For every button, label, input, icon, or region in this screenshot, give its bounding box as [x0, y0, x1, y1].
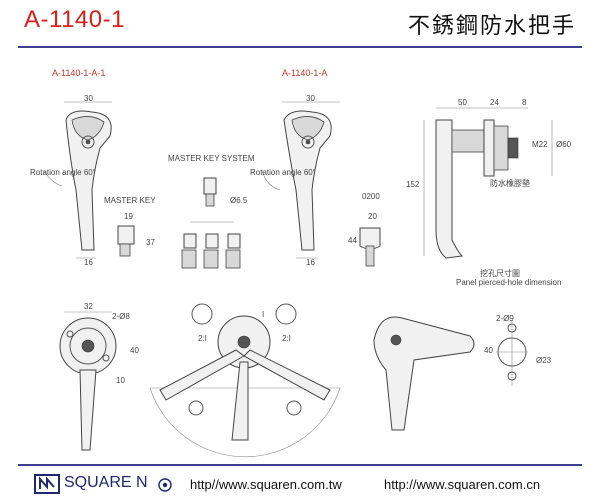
dim-152: 152 [406, 180, 420, 189]
key-code-label: 0200 [362, 192, 380, 201]
dim-m22: M22 [532, 140, 548, 149]
cutout-en-label: Panel pierced-hole dimension [456, 278, 562, 287]
mark-i-label: I [262, 310, 265, 319]
panel-cutout-drawing [496, 320, 528, 386]
master-key-label: MASTER KEY [104, 196, 156, 205]
variant-a-label: A-1140-1-A [282, 68, 328, 78]
ratio-left-label: 2:I [198, 334, 207, 343]
rotation-label-right: Rotation angle 60° [250, 168, 316, 177]
brand-name: SQUARE N [64, 474, 148, 491]
handle-a1-drawing [43, 101, 112, 259]
variant-a1-label: A-1140-1-A-1 [52, 68, 106, 78]
master-key-drawing [117, 225, 135, 257]
footer-rule [18, 464, 582, 466]
ratio-right-label: 2:I [282, 334, 291, 343]
dim-24: 24 [490, 98, 499, 107]
dim-16-a1: 16 [84, 258, 93, 267]
url-tw-link[interactable]: http//www.squaren.com.tw [190, 477, 342, 492]
dim-30-a: 30 [306, 94, 315, 103]
dim-60: Ø60 [556, 140, 572, 149]
brand-mark-icon [158, 478, 172, 492]
dim-2-d8: 2-Ø8 [112, 312, 130, 321]
dim-6-5: Ø6.5 [230, 196, 248, 205]
dim-40-left: 40 [130, 346, 139, 355]
header-rule [18, 46, 582, 48]
dim-2-d9: 2-Ø9 [496, 314, 514, 323]
dim-50: 50 [458, 98, 467, 107]
url-cn-link[interactable]: http://www.squaren.com.cn [384, 477, 541, 492]
dim-19: 19 [124, 212, 133, 221]
rotation-label-left: Rotation angle 60° [30, 168, 96, 177]
dim-32: 32 [84, 302, 93, 311]
side-view-drawing [423, 107, 553, 259]
dim-8: 8 [522, 98, 527, 107]
header: A-1140-1 不銹鋼防水把手 [0, 0, 600, 50]
dim-20: 20 [368, 212, 377, 221]
key-drawing [359, 227, 381, 267]
dim-30-a1: 30 [84, 94, 93, 103]
master-key-system-drawing [181, 177, 241, 269]
dim-44: 44 [348, 236, 357, 245]
dim-37: 37 [146, 238, 155, 247]
technical-drawing: A-1140-1-A-1 A-1140-1-A 30 30 16 16 Rota… [0, 50, 600, 462]
dim-16-a: 16 [306, 258, 315, 267]
master-key-system-label: MASTER KEY SYSTEM [168, 154, 255, 163]
handle-a-drawing [261, 101, 340, 259]
waterproof-gasket-label: 防水橡膠墊 [490, 179, 530, 188]
footer: SQUARE N http//www.squaren.com.tw http:/… [0, 462, 600, 500]
dim-40-right: 40 [484, 346, 493, 355]
dim-10: 10 [116, 376, 125, 385]
cutout-cn-label: 挖孔尺寸圖 [480, 269, 520, 278]
dim-23: Ø23 [536, 356, 552, 365]
front-view-drawing [59, 311, 117, 451]
square-n-logo-icon [34, 474, 60, 494]
rotation-fan-drawing [149, 303, 341, 457]
drawing-canvas [43, 101, 553, 457]
product-title: 不銹鋼防水把手 [407, 14, 576, 39]
product-code: A-1140-1 [24, 6, 125, 33]
handle-front-drawing [373, 316, 475, 431]
